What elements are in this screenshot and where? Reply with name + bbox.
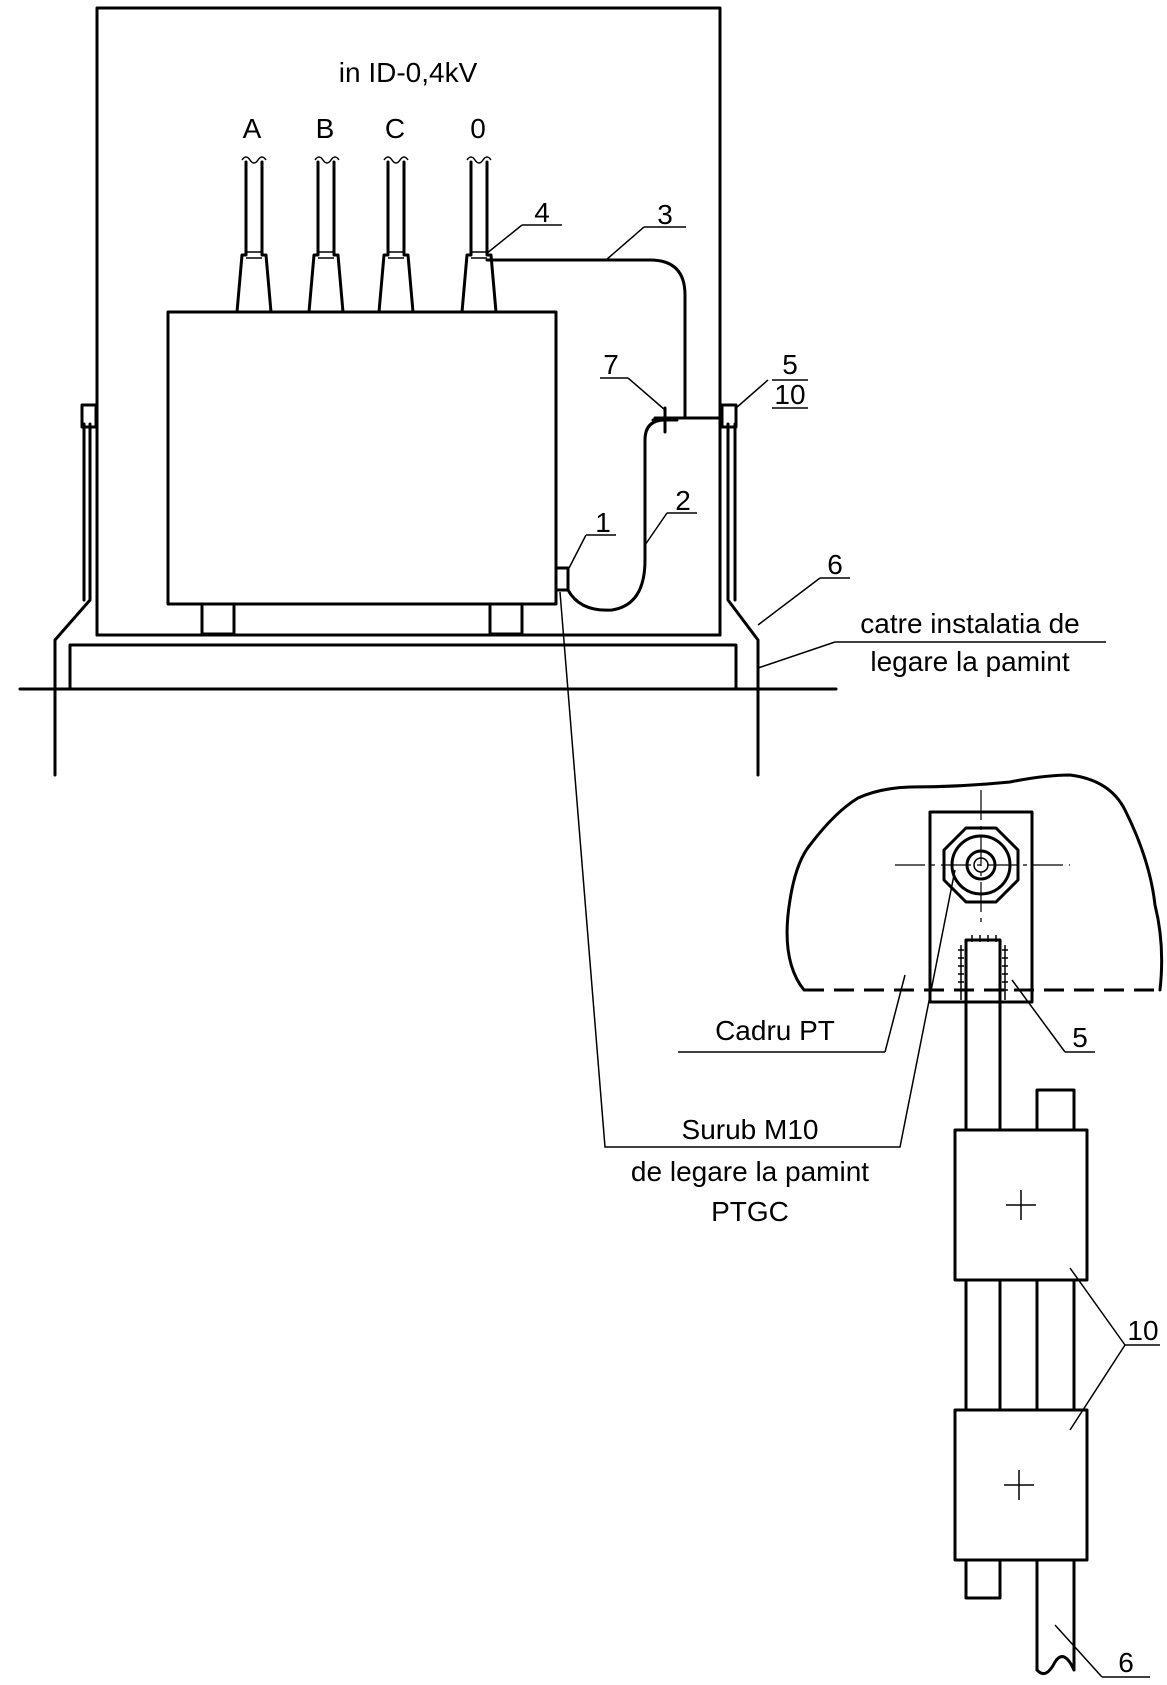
svg-text:7: 7 <box>603 349 619 380</box>
svg-text:1: 1 <box>595 507 611 538</box>
clamp-upper <box>953 1128 1089 1282</box>
ground-rod-top <box>1035 1088 1076 1132</box>
bolt-label-line-1: Surub M10 <box>682 1114 819 1145</box>
phase-label-0: 0 <box>470 113 486 144</box>
frame-label: Cadru PT <box>715 1015 835 1046</box>
strip-between-clamps <box>964 1278 1076 1412</box>
base-plinth <box>68 643 738 691</box>
bolt-head <box>895 790 1070 925</box>
phase-label-a: A <box>243 113 262 144</box>
transformer-tank <box>166 310 558 606</box>
bolt-leader <box>559 591 956 1148</box>
callout-7: 7 <box>600 349 666 411</box>
frame-breakout <box>785 773 1164 992</box>
callout-frame: Cadru PT <box>678 974 906 1053</box>
svg-text:4: 4 <box>534 197 550 228</box>
svg-text:5: 5 <box>782 349 798 380</box>
ground-rod-bottom <box>1035 1558 1076 1676</box>
transformer-foot-left <box>200 602 236 636</box>
clamp-lower <box>953 1408 1089 1562</box>
bushing-0 <box>460 156 498 314</box>
bushing-c <box>377 156 415 314</box>
clamp-upper-center <box>1006 1190 1036 1220</box>
ground-label-line-2: legare la pamint <box>870 646 1069 677</box>
ground-strip <box>964 938 1002 1132</box>
bushing-a <box>235 156 273 314</box>
phase-label-c: C <box>385 113 405 144</box>
ground-label-line-1: catre instalatia de <box>860 608 1079 639</box>
phase-label-b: B <box>316 113 335 144</box>
bolt-label-line-2: de legare la pamint <box>631 1156 869 1187</box>
transformer-foot-right <box>488 602 524 636</box>
support-leg-left <box>53 403 98 777</box>
strip-end <box>964 1558 1002 1600</box>
conductor-2 <box>566 418 667 612</box>
callout-4: 4 <box>485 197 562 255</box>
bushing-b <box>307 156 345 314</box>
bolt-label-line-3: PTGC <box>711 1196 789 1227</box>
svg-text:3: 3 <box>657 199 673 230</box>
diagram-title: in ID-0,4kV <box>339 57 478 88</box>
callout-6: 6 <box>757 549 850 626</box>
svg-text:10: 10 <box>1127 1315 1158 1346</box>
svg-text:2: 2 <box>675 485 691 516</box>
support-leg-right <box>720 403 760 777</box>
callout-detail-5: 5 <box>1011 979 1095 1053</box>
callout-1: 1 <box>567 507 616 571</box>
weld-seam <box>958 935 1008 1000</box>
svg-text:6: 6 <box>827 549 843 580</box>
callout-detail-10: 10 <box>1069 1267 1160 1431</box>
svg-text:10: 10 <box>774 379 805 410</box>
clamp-lower-center <box>1004 1470 1034 1500</box>
ground-bolt-1 <box>554 566 570 592</box>
callout-2: 2 <box>644 485 697 546</box>
conductor-3 <box>485 258 687 420</box>
callout-5-10: 5 10 <box>735 349 808 410</box>
svg-text:6: 6 <box>1118 1647 1134 1678</box>
cabinet-enclosure <box>95 6 722 637</box>
ground-installation-callout: catre instalatia de legare la pamint <box>757 608 1106 677</box>
callout-detail-6: 6 <box>1054 1624 1150 1678</box>
callout-3: 3 <box>605 199 686 261</box>
svg-text:5: 5 <box>1072 1022 1088 1053</box>
